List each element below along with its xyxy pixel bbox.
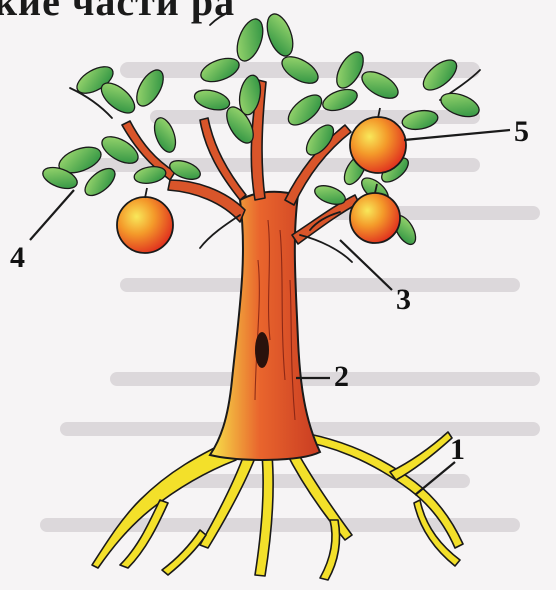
- label-trunk: 2: [334, 360, 349, 394]
- callout-line-4: [30, 190, 74, 240]
- trunk-hollow: [255, 332, 269, 368]
- callout-line-5: [404, 130, 510, 140]
- callout-line-3: [340, 240, 392, 290]
- apple-right: [350, 193, 400, 243]
- callout-line-1: [415, 462, 455, 495]
- label-fruit: 5: [514, 115, 529, 149]
- apple-top-right: [350, 117, 406, 173]
- label-leaf: 4: [10, 241, 25, 275]
- apple-left: [117, 197, 173, 253]
- label-roots: 1: [450, 433, 465, 467]
- label-branch: 3: [396, 283, 411, 317]
